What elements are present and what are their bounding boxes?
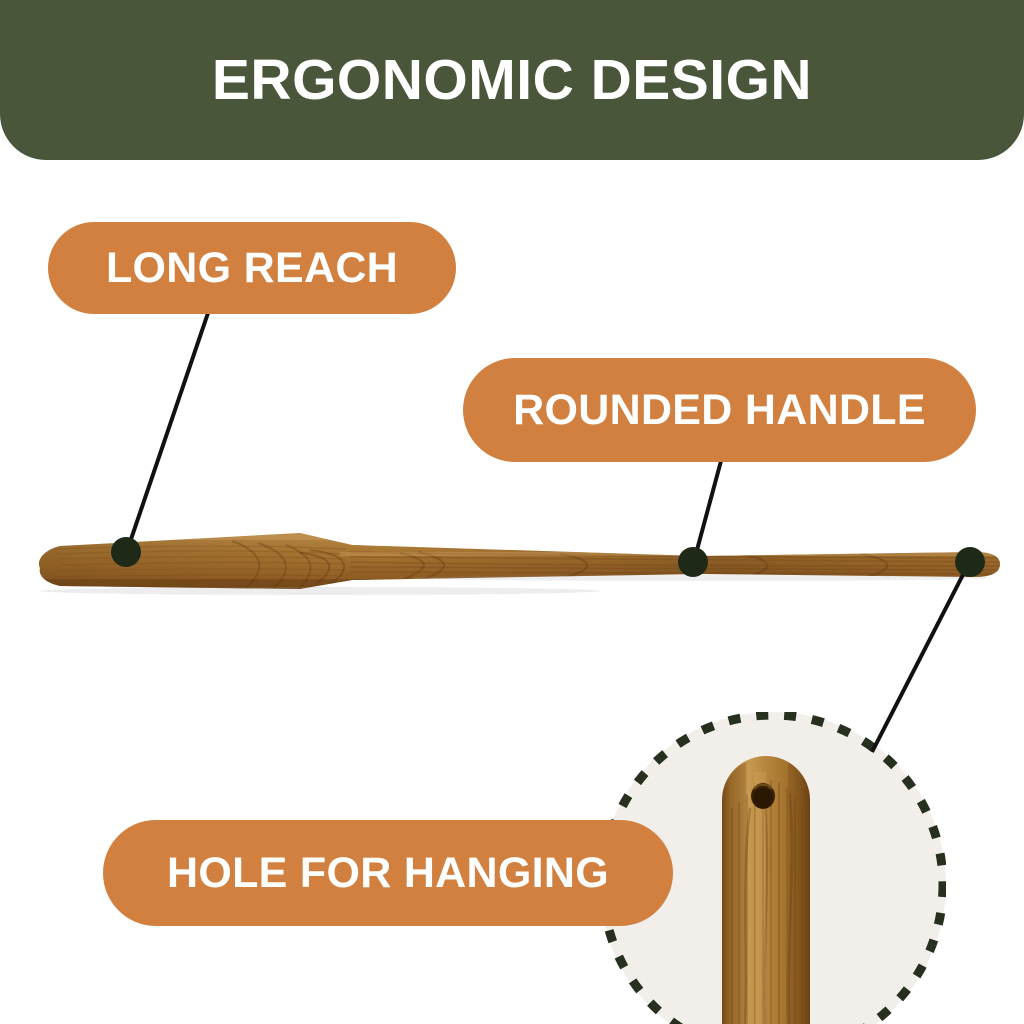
header-banner: ERGONOMIC DESIGN [0,0,1024,160]
callout-badge-hole-for-hanging[interactable]: HOLE FOR HANGING [103,820,673,926]
hanging-hole [751,783,775,809]
magnifier-graphic [600,712,946,1024]
page-title: ERGONOMIC DESIGN [211,47,813,112]
callout-badge-rounded-handle[interactable]: ROUNDED HANDLE [463,358,976,462]
magnified-handle-end [722,756,810,1024]
callout-badge-label: ROUNDED HANDLE [513,385,926,434]
detail-magnifier [600,712,946,1024]
callout-badge-label: HOLE FOR HANGING [167,848,609,897]
callout-badge-long-reach[interactable]: LONG REACH [48,222,456,314]
callout-badge-label: LONG REACH [105,243,399,292]
